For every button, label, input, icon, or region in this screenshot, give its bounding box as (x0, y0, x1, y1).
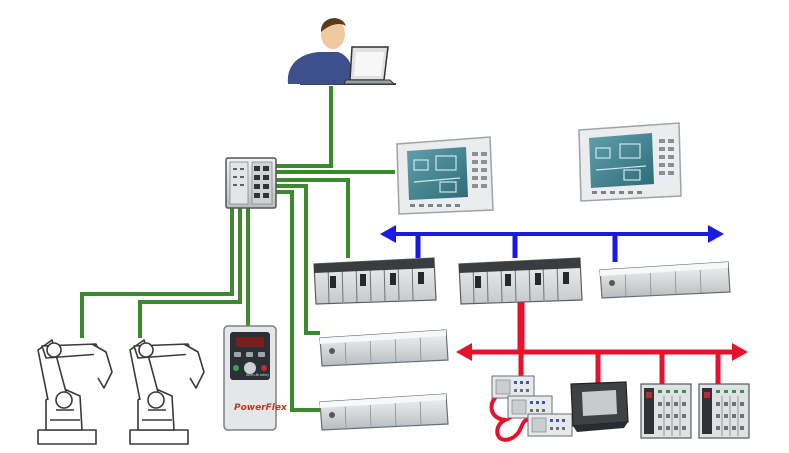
variable-drive-icon: PowerFlex Allen-Bradley (223, 325, 288, 431)
robot-arm-icon (129, 339, 205, 445)
io-block-icon (698, 383, 750, 439)
plc-rack-icon (458, 257, 583, 305)
io-block-icon (491, 375, 535, 399)
drive-maker-label: Allen-Bradley (246, 373, 269, 377)
terminal-icon (570, 381, 629, 432)
hmi-panel-icon (578, 122, 682, 202)
blue-network-bus (380, 225, 724, 262)
io-block-icon (640, 383, 692, 439)
io-block-icon (527, 413, 573, 437)
io-block-icon (507, 395, 553, 419)
io-module-icon (599, 261, 731, 299)
hmi-panel-icon (396, 136, 494, 215)
ethernet-switch-icon (225, 157, 277, 209)
plc-rack-icon (313, 257, 437, 305)
io-module-icon (319, 393, 449, 431)
red-network-bus (456, 302, 748, 442)
io-module-icon (319, 329, 449, 367)
engineer-laptop-icon (287, 18, 396, 85)
robot-arm-icon (37, 339, 113, 445)
ethernet-wiring (80, 86, 395, 412)
drive-brand-label: PowerFlex (234, 403, 288, 413)
